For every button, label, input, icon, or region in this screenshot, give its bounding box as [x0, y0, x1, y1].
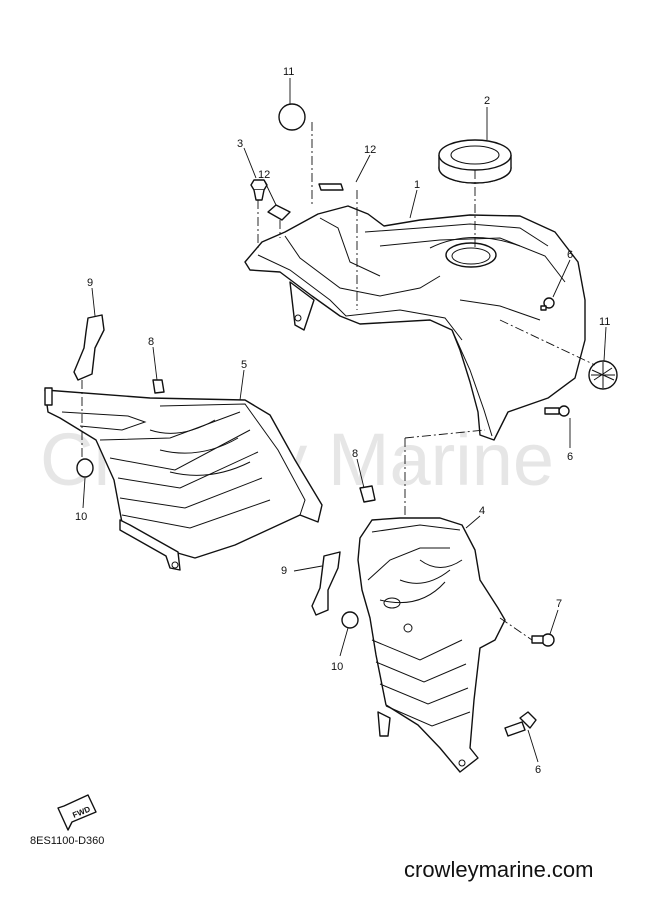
- callout-12-right: 12: [364, 144, 376, 156]
- nut-part-8-right: [359, 485, 376, 503]
- pad-part-12-right: [318, 183, 344, 191]
- clip-part-9-right: [311, 551, 341, 616]
- leader-1: [409, 189, 418, 219]
- callout-11-right: 11: [599, 316, 610, 328]
- callout-9-left: 9: [87, 277, 93, 289]
- screw-part-6-tank: [540, 297, 555, 311]
- grommet-part-2: [438, 139, 512, 184]
- callout-10-left: 10: [75, 511, 87, 523]
- leader-10-left: [82, 477, 86, 509]
- callout-10-right: 10: [331, 661, 343, 673]
- callout-11-top: 11: [283, 66, 294, 78]
- leader-8-left: [152, 346, 158, 381]
- screw-part-6-lower: [504, 711, 537, 737]
- bolt-part-3: [250, 179, 268, 201]
- damper-part-10-left: [76, 458, 94, 478]
- leader-6-tank: [552, 259, 571, 298]
- leader-9-right: [293, 565, 323, 572]
- leader-11-right: [603, 326, 607, 362]
- leader-5: [239, 369, 245, 401]
- side-cover-part-5: [44, 387, 323, 571]
- callout-12-left: 12: [258, 169, 270, 181]
- callout-5: 5: [241, 359, 247, 371]
- site-link[interactable]: crowleymarine.com: [404, 857, 594, 882]
- leader-10-right: [339, 627, 349, 657]
- leader-6-lower: [527, 729, 539, 763]
- callout-8-right: 8: [352, 448, 358, 460]
- callout-9-right: 9: [281, 565, 287, 577]
- clip-part-9-left: [73, 314, 105, 381]
- nut-part-8-left: [152, 379, 165, 394]
- callout-6-tank: 6: [567, 249, 573, 261]
- centerline-tank-cover: [404, 429, 486, 518]
- damper-part-10-right: [341, 611, 359, 629]
- screw-part-7: [531, 633, 555, 647]
- callout-6-right: 6: [567, 451, 573, 463]
- grille-disc-part-11: [588, 360, 618, 390]
- callout-3: 3: [237, 138, 243, 150]
- callout-7: 7: [556, 598, 562, 610]
- screw-part-6-right: [544, 405, 570, 417]
- label-disc-part-11: [278, 103, 306, 131]
- callout-8-left: 8: [148, 336, 154, 348]
- drawing-code: 8ES1100-D360: [30, 835, 105, 847]
- leader-12-right: [355, 154, 371, 183]
- pad-part-12-left: [267, 204, 291, 221]
- centerline-grille: [499, 319, 596, 366]
- fwd-arrow-icon: FWD: [57, 794, 97, 831]
- side-cover-part-4: [357, 517, 506, 773]
- leader-9-left: [91, 287, 96, 317]
- leader-7: [549, 609, 559, 635]
- leader-4: [465, 515, 481, 529]
- leader-3: [243, 147, 257, 179]
- callout-4: 4: [479, 505, 485, 517]
- callout-1: 1: [414, 179, 420, 191]
- leader-8-right: [356, 458, 365, 489]
- centerline-screw-7: [499, 617, 533, 641]
- callout-2: 2: [484, 95, 490, 107]
- leader-12-left: [263, 179, 277, 206]
- callout-6-lower: 6: [535, 764, 541, 776]
- tank-cover-part-1: [244, 205, 586, 441]
